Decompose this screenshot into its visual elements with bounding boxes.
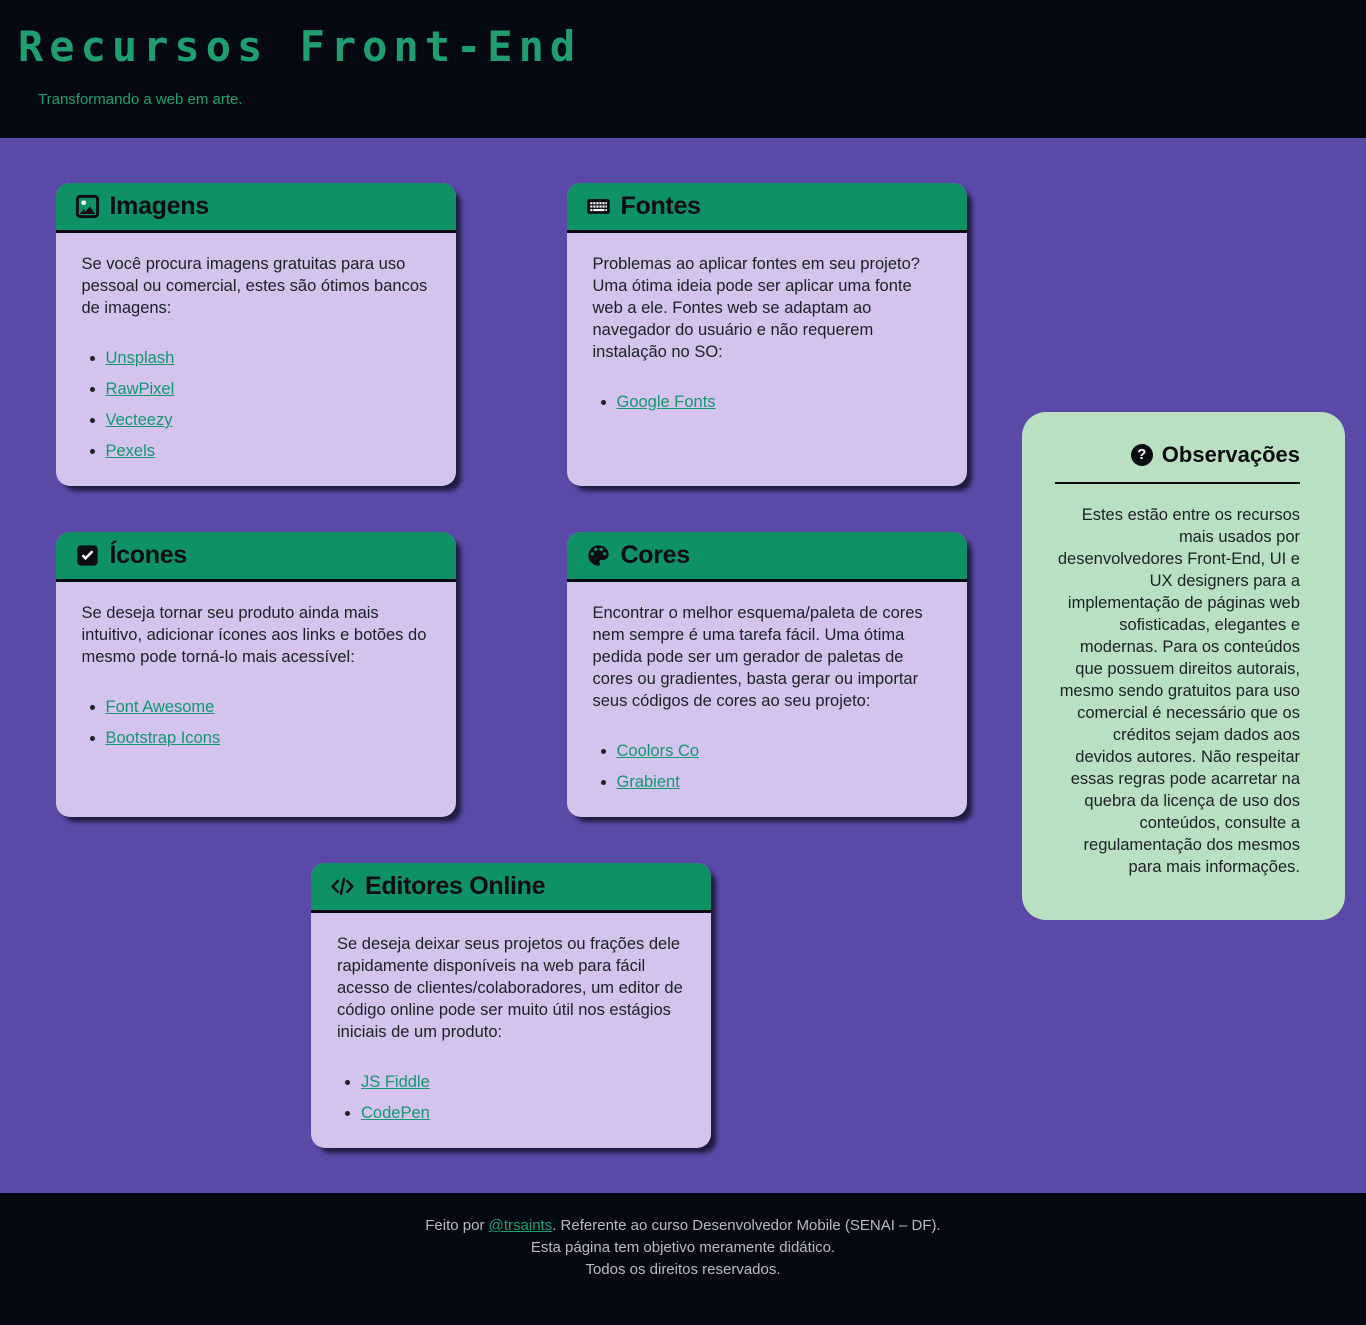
list-item: JS Fiddle: [361, 1071, 685, 1093]
card-icones-header: Ícones: [55, 532, 456, 582]
link-trsaints[interactable]: @trsaints: [488, 1217, 553, 1234]
observations-title: Observações: [1161, 441, 1300, 467]
main-content: Imagens Se você procura imagens gratuita…: [0, 138, 1366, 1193]
page-footer: Feito por @trsaints. Referente ao curso …: [0, 1193, 1366, 1325]
observations-title-row: ? Observações: [1055, 442, 1300, 484]
link-bootstrap-icons[interactable]: Bootstrap Icons: [105, 729, 221, 747]
list-item: RawPixel: [106, 378, 430, 400]
card-icones: Ícones Se deseja tornar seu produto aind…: [55, 532, 456, 817]
card-icones-links: Font Awesome Bootstrap Icons: [82, 696, 430, 749]
list-item: Coolors Co: [617, 740, 941, 762]
card-editores-online: Editores Online Se deseja deixar seus pr…: [311, 863, 711, 1148]
resource-cards-section: Imagens Se você procura imagens gratuita…: [0, 138, 1022, 1193]
card-cores: Cores Encontrar o melhor esquema/paleta …: [566, 532, 967, 817]
list-item: Unsplash: [106, 347, 430, 369]
list-item: Grabient: [617, 771, 941, 793]
page-header: Recursos Front-End Transformando a web e…: [0, 0, 1366, 138]
link-codepen[interactable]: CodePen: [361, 1104, 430, 1122]
link-grabient[interactable]: Grabient: [616, 773, 680, 791]
card-cores-title: Cores: [620, 541, 691, 569]
link-coolors-co[interactable]: Coolors Co: [616, 742, 700, 760]
card-editores-online-header: Editores Online: [311, 863, 711, 913]
code-icon: [331, 877, 354, 896]
card-cores-links: Coolors Co Grabient: [593, 740, 941, 793]
link-vecteezy[interactable]: Vecteezy: [105, 411, 173, 429]
checkbox-icon: [76, 545, 98, 566]
card-fontes-text: Problemas ao aplicar fontes em seu proje…: [592, 255, 920, 361]
link-rawpixel[interactable]: RawPixel: [105, 380, 175, 398]
keyboard-icon: [586, 199, 610, 214]
card-editores-online-title: Editores Online: [365, 872, 546, 900]
card-editores-online-body: Se deseja deixar seus projetos ou fraçõe…: [311, 913, 711, 1148]
link-js-fiddle[interactable]: JS Fiddle: [361, 1073, 430, 1091]
page-subtitle: Transformando a web em arte.: [38, 91, 243, 108]
link-font-awesome[interactable]: Font Awesome: [105, 698, 215, 716]
card-imagens-title: Imagens: [109, 192, 210, 220]
card-fontes-header: Fontes: [566, 183, 967, 233]
card-icones-title: Ícones: [109, 541, 188, 569]
footer-line-2: Esta página tem objetivo meramente didát…: [530, 1239, 836, 1256]
link-google-fonts[interactable]: Google Fonts: [616, 393, 716, 411]
list-item: Vecteezy: [106, 409, 430, 431]
card-icones-body: Se deseja tornar seu produto ainda mais …: [56, 582, 456, 773]
card-cores-body: Encontrar o melhor esquema/paleta de cor…: [567, 582, 967, 817]
observations-panel: ? Observações Estes estão entre os recur…: [1022, 411, 1345, 920]
card-imagens-links: Unsplash RawPixel Vecteezy Pexels: [82, 347, 430, 462]
footer-line-1: Feito por @trsaints. Referente ao curso …: [0, 1215, 1366, 1237]
image-icon: [75, 194, 99, 219]
help-icon: ?: [1130, 443, 1153, 466]
card-imagens-body: Se você procura imagens gratuitas para u…: [56, 233, 456, 486]
list-item: Bootstrap Icons: [106, 727, 430, 749]
footer-credit-prefix: Feito por: [425, 1217, 489, 1234]
card-fontes: Fontes Problemas ao aplicar fontes em se…: [566, 183, 967, 486]
list-item: Pexels: [106, 440, 430, 462]
observations-text: Estes estão entre os recursos mais usado…: [1057, 505, 1300, 876]
card-cores-header: Cores: [566, 532, 967, 582]
footer-credit-suffix: . Referente ao curso Desenvolvedor Mobil…: [552, 1217, 941, 1234]
card-imagens: Imagens Se você procura imagens gratuita…: [55, 183, 456, 486]
list-item: Font Awesome: [106, 696, 430, 718]
card-editores-online-links: JS Fiddle CodePen: [337, 1071, 685, 1124]
card-cores-text: Encontrar o melhor esquema/paleta de cor…: [592, 604, 923, 710]
card-imagens-text: Se você procura imagens gratuitas para u…: [81, 255, 428, 317]
list-item: Google Fonts: [617, 391, 941, 413]
card-fontes-body: Problemas ao aplicar fontes em seu proje…: [567, 233, 967, 437]
link-pexels[interactable]: Pexels: [105, 442, 156, 460]
list-item: CodePen: [361, 1102, 685, 1124]
link-unsplash[interactable]: Unsplash: [105, 349, 175, 367]
palette-icon: [587, 545, 609, 566]
card-icones-text: Se deseja tornar seu produto ainda mais …: [81, 604, 427, 666]
footer-line-3: Todos os direitos reservados.: [585, 1261, 781, 1278]
card-editores-online-text: Se deseja deixar seus projetos ou fraçõe…: [337, 935, 683, 1041]
card-fontes-links: Google Fonts: [593, 391, 941, 413]
card-fontes-title: Fontes: [620, 192, 701, 220]
page-title: Recursos Front-End: [18, 22, 582, 71]
card-imagens-header: Imagens: [55, 183, 456, 233]
